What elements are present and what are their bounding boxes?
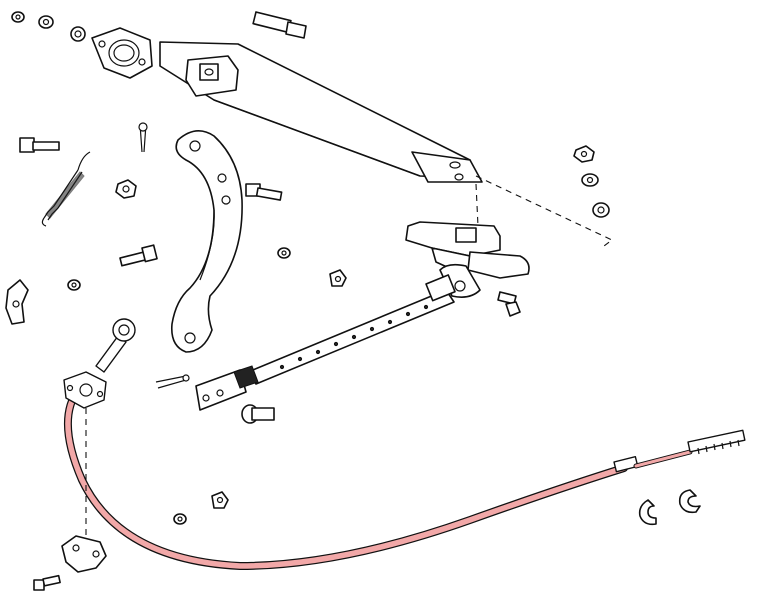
retaining-clip — [638, 499, 657, 526]
brake-cable — [64, 386, 746, 571]
cotter-pin — [155, 374, 190, 389]
leader-line — [475, 183, 479, 227]
ratchet-rod — [247, 274, 456, 385]
lock-washer — [70, 26, 86, 42]
leader-line — [475, 175, 614, 247]
nut — [67, 279, 81, 291]
bolt — [252, 11, 307, 39]
bolt — [33, 574, 61, 591]
clevis-pin — [241, 404, 275, 424]
nut — [11, 11, 25, 23]
cable-end-eyelet — [95, 318, 136, 373]
bolt — [119, 244, 158, 267]
cotter-pin — [138, 122, 148, 153]
cable-guide-bracket — [63, 371, 107, 409]
mounting-bracket — [91, 27, 483, 183]
nut — [173, 513, 187, 525]
bolt — [497, 291, 521, 317]
small-clip-bracket — [5, 279, 29, 325]
retaining-clip — [678, 489, 701, 514]
nut — [329, 269, 347, 287]
small-clip-bracket — [61, 535, 107, 573]
clevis — [195, 365, 259, 411]
nut — [277, 247, 291, 259]
bolt — [19, 137, 60, 153]
return-spring — [41, 151, 91, 227]
washer — [592, 202, 610, 218]
nut — [211, 491, 229, 509]
nut — [115, 179, 137, 199]
washer — [38, 15, 54, 29]
lock-washer — [581, 173, 599, 187]
bolt — [245, 183, 283, 201]
handle-assembly — [405, 221, 530, 298]
pivot-arm — [170, 130, 243, 353]
nut — [573, 145, 595, 163]
